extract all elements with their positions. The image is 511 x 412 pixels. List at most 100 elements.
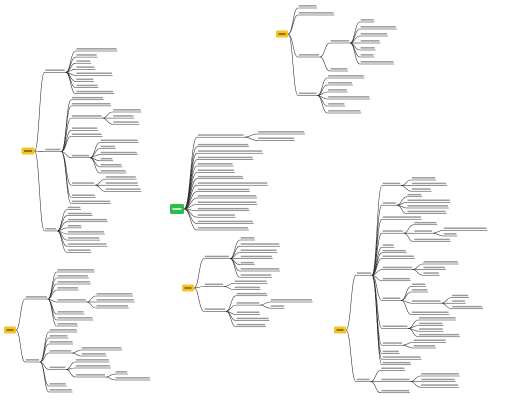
branch-line bbox=[34, 72, 45, 152]
node-text-mark bbox=[75, 374, 105, 376]
leaf-node bbox=[95, 293, 134, 297]
main-topic bbox=[21, 147, 35, 155]
leaf-node bbox=[67, 218, 108, 223]
branch-line bbox=[193, 258, 205, 289]
leaf-node bbox=[197, 220, 254, 224]
node-text-mark bbox=[411, 283, 426, 285]
node-text-mark bbox=[381, 378, 410, 381]
branch-line bbox=[193, 287, 205, 312]
node-text-mark bbox=[67, 225, 82, 227]
node-text-mark bbox=[49, 329, 77, 331]
node-text-mark bbox=[76, 84, 98, 87]
node-text-mark bbox=[381, 389, 410, 392]
leaf-node bbox=[420, 384, 459, 388]
node-text-mark bbox=[76, 66, 95, 68]
branch-line bbox=[39, 361, 50, 393]
node-text-mark bbox=[421, 384, 459, 386]
leaf-node bbox=[381, 244, 395, 248]
leaf-node bbox=[327, 82, 353, 86]
leaf-node bbox=[443, 227, 488, 231]
branch-line bbox=[319, 56, 330, 72]
leaf-node bbox=[99, 139, 139, 143]
branch-line bbox=[15, 329, 26, 363]
node-text-mark bbox=[240, 243, 280, 245]
leaf-node bbox=[71, 96, 104, 101]
node-text-mark bbox=[100, 145, 115, 148]
node-text-mark bbox=[298, 5, 317, 7]
branch-line bbox=[287, 33, 299, 58]
branch-line bbox=[105, 376, 115, 381]
branch-line bbox=[408, 328, 419, 338]
leaf-node bbox=[451, 305, 484, 310]
leaf-node bbox=[406, 199, 451, 203]
leaf-node bbox=[359, 33, 388, 37]
leaf-node bbox=[420, 378, 456, 382]
node-text-mark bbox=[236, 317, 269, 320]
leaf-node bbox=[99, 151, 138, 155]
node-text-mark bbox=[236, 323, 266, 326]
subtopic-node bbox=[25, 359, 40, 363]
node-text-mark bbox=[67, 212, 92, 215]
node-text-mark bbox=[298, 92, 317, 95]
node-text-mark bbox=[270, 305, 284, 307]
node-text-mark bbox=[298, 54, 319, 56]
leaf-node bbox=[329, 68, 349, 72]
leaf-node bbox=[56, 275, 89, 279]
subtopic-node bbox=[381, 325, 409, 329]
leaf-node bbox=[412, 345, 436, 349]
node-text-mark bbox=[360, 47, 375, 49]
branch-line bbox=[94, 184, 106, 192]
leaf-node bbox=[443, 233, 458, 237]
branch-line bbox=[410, 381, 421, 388]
leaf-node bbox=[75, 90, 115, 94]
node-text-mark bbox=[105, 188, 141, 190]
node-text-mark bbox=[382, 255, 415, 257]
node-text-mark bbox=[360, 26, 396, 28]
node-text-mark bbox=[100, 139, 138, 142]
leaf-node bbox=[406, 210, 447, 214]
leaf-node bbox=[381, 361, 412, 366]
node-text-mark bbox=[113, 121, 139, 123]
branch-line bbox=[403, 232, 414, 242]
node-text-mark bbox=[240, 274, 272, 276]
branch-line bbox=[183, 208, 198, 231]
branch-line bbox=[396, 204, 407, 214]
node-text-mark bbox=[115, 377, 150, 379]
node-text-mark bbox=[197, 134, 244, 136]
branch-line bbox=[56, 230, 68, 253]
node-text-mark bbox=[76, 48, 117, 50]
node-text-mark bbox=[382, 356, 421, 358]
node-text-mark bbox=[407, 199, 450, 201]
node-text-mark bbox=[360, 54, 374, 56]
leaf-node bbox=[381, 277, 411, 282]
branch-line bbox=[432, 232, 444, 237]
leaf-node bbox=[411, 283, 427, 287]
leaf-node bbox=[71, 133, 103, 137]
node-text-mark bbox=[197, 163, 233, 165]
node-text-mark bbox=[197, 169, 235, 171]
node-text-mark bbox=[100, 170, 126, 172]
node-text-mark bbox=[382, 342, 403, 344]
node-text-mark bbox=[382, 350, 399, 353]
node-text-mark bbox=[72, 154, 90, 157]
leaf-node bbox=[380, 389, 410, 394]
leaf-node bbox=[75, 84, 99, 88]
branch-line bbox=[412, 269, 423, 276]
node-text-mark bbox=[25, 296, 47, 298]
leaf-node bbox=[380, 367, 406, 371]
node-text-mark bbox=[45, 228, 57, 230]
node-text-mark bbox=[72, 200, 111, 203]
node-text-mark bbox=[356, 378, 370, 381]
topic-text-mark bbox=[172, 208, 182, 210]
leaf-node bbox=[56, 311, 85, 315]
subtopic-node bbox=[381, 182, 402, 186]
leaf-node bbox=[67, 243, 108, 247]
branch-line bbox=[47, 298, 57, 327]
leaf-node bbox=[406, 193, 423, 198]
leaf-node bbox=[418, 333, 460, 338]
branch-line bbox=[86, 301, 96, 309]
subtopic-node bbox=[197, 134, 245, 138]
node-text-mark bbox=[236, 302, 260, 304]
node-text-mark bbox=[96, 293, 133, 295]
subtopic-node bbox=[48, 366, 67, 370]
